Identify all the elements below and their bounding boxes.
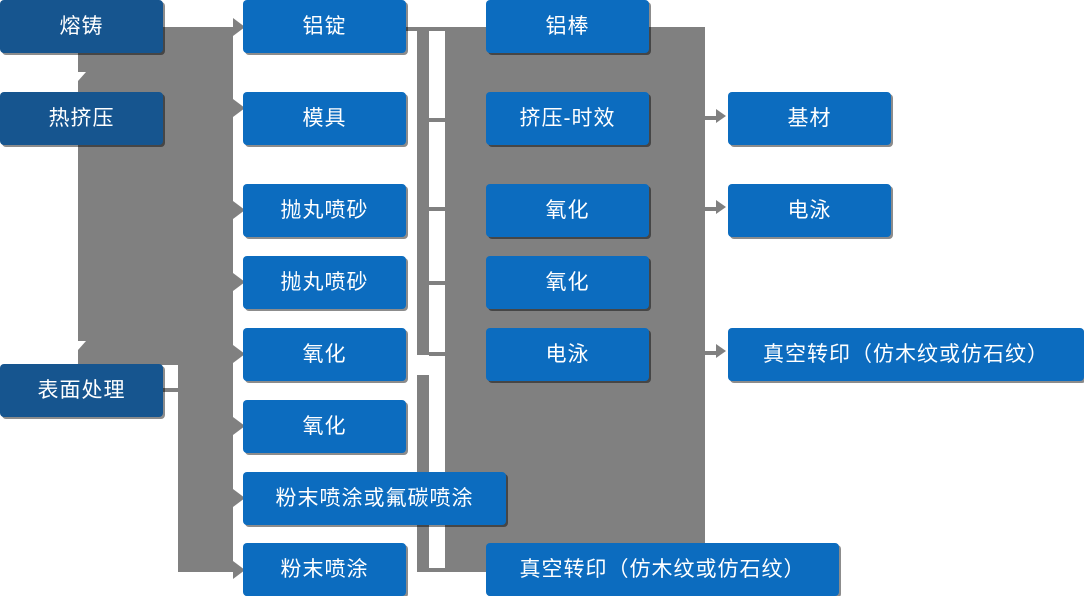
output-box-base-material[interactable]: 基材 — [728, 92, 891, 145]
process-box-aluminum-ingot[interactable]: 铝锭 — [243, 0, 406, 53]
output-box-electrophoresis[interactable]: 电泳 — [728, 184, 891, 237]
stage-label-surface-treatment: 表面处理 — [37, 379, 126, 402]
process-box-shot-blasting-1[interactable]: 抛丸喷砂 — [243, 184, 406, 237]
process-box-mold[interactable]: 模具 — [243, 92, 406, 145]
stage-label-hot-extrusion: 热挤压 — [48, 107, 115, 130]
connector-tick-5 — [429, 352, 453, 356]
output-label-vacuum-transfer: 真空转印（仿木纹或仿石纹） — [763, 343, 1049, 366]
operation-label-aluminum-bar: 铝棒 — [545, 15, 590, 38]
connector-band-stage-upper — [78, 27, 233, 365]
stage-box-surface-treatment[interactable]: 表面处理 — [0, 364, 163, 417]
process-label-powder-coating: 粉末喷涂 — [280, 558, 369, 581]
arrowhead-to-oxidation-1 — [233, 345, 245, 363]
arrowhead-to-shot-blasting-2 — [233, 273, 245, 291]
arrowhead-to-mold — [233, 99, 245, 117]
arrowhead-to-powder-fluorocarbon — [233, 489, 245, 507]
connector-stub-surface-treatment — [163, 388, 181, 392]
arrow-stem-to-electrophoresis — [703, 207, 719, 211]
process-box-shot-blasting-2[interactable]: 抛丸喷砂 — [243, 256, 406, 309]
connector-tick-1 — [405, 27, 453, 31]
operation-label-vacuum-transfer: 真空转印（仿木纹或仿石纹） — [519, 558, 806, 581]
operation-box-oxidation-1[interactable]: 氧化 — [486, 184, 649, 237]
operation-box-aluminum-bar[interactable]: 铝棒 — [486, 0, 649, 53]
stage-box-melt-cast[interactable]: 熔铸 — [0, 0, 163, 53]
arrowhead-to-powder-coating — [233, 561, 245, 579]
connector-tick-6 — [429, 568, 453, 572]
process-label-shot-blasting-2: 抛丸喷砂 — [280, 271, 369, 294]
operation-box-oxidation-2[interactable]: 氧化 — [486, 256, 649, 309]
arrowhead-to-shot-blasting-1 — [233, 201, 245, 219]
process-box-oxidation-2[interactable]: 氧化 — [243, 400, 406, 453]
arrowhead-to-oxidation-2 — [233, 417, 245, 435]
stage-label-melt-cast: 熔铸 — [59, 15, 104, 38]
connector-tick-4 — [429, 281, 453, 285]
operation-box-electrophoresis[interactable]: 电泳 — [486, 328, 649, 381]
operation-box-extrusion-aging[interactable]: 挤压-时效 — [486, 92, 649, 145]
process-label-mold: 模具 — [302, 107, 347, 130]
output-label-base-material: 基材 — [787, 107, 832, 130]
output-box-vacuum-transfer[interactable]: 真空转印（仿木纹或仿石纹） — [728, 328, 1084, 381]
operation-label-extrusion-aging: 挤压-时效 — [519, 107, 616, 130]
process-box-powder-coating[interactable]: 粉末喷涂 — [243, 543, 406, 596]
down-arrow-extrusion-to-surface — [70, 341, 86, 350]
operation-box-vacuum-transfer[interactable]: 真空转印（仿木纹或仿石纹） — [486, 543, 839, 596]
operation-label-electrophoresis: 电泳 — [545, 343, 590, 366]
process-label-oxidation-1: 氧化 — [302, 343, 347, 366]
process-box-oxidation-1[interactable]: 氧化 — [243, 328, 406, 381]
process-label-oxidation-2: 氧化 — [302, 415, 347, 438]
process-label-powder-or-fluorocarbon: 粉末喷涂或氟碳喷涂 — [275, 487, 474, 510]
connector-rail-upper — [417, 27, 429, 355]
process-label-aluminum-ingot: 铝锭 — [302, 15, 347, 38]
connector-tick-2 — [429, 118, 453, 122]
arrowhead-to-aluminum-ingot — [233, 18, 245, 36]
output-label-electrophoresis: 电泳 — [787, 199, 832, 222]
down-arrow-melt-to-extrusion — [70, 72, 86, 81]
operation-label-oxidation-1: 氧化 — [545, 199, 590, 222]
arrow-stem-to-base-material — [703, 116, 719, 120]
arrowhead-to-base-material — [716, 109, 726, 123]
stage-box-hot-extrusion[interactable]: 热挤压 — [0, 92, 163, 145]
operation-label-oxidation-2: 氧化 — [545, 271, 590, 294]
arrowhead-to-electrophoresis — [716, 200, 726, 214]
process-box-powder-or-fluorocarbon[interactable]: 粉末喷涂或氟碳喷涂 — [243, 472, 506, 525]
connector-band-stage-lower — [178, 365, 233, 572]
connector-tick-3 — [429, 207, 453, 211]
arrowhead-to-vacuum-transfer — [716, 344, 726, 358]
arrow-stem-to-vacuum-transfer — [703, 351, 719, 355]
process-label-shot-blasting-1: 抛丸喷砂 — [280, 199, 369, 222]
